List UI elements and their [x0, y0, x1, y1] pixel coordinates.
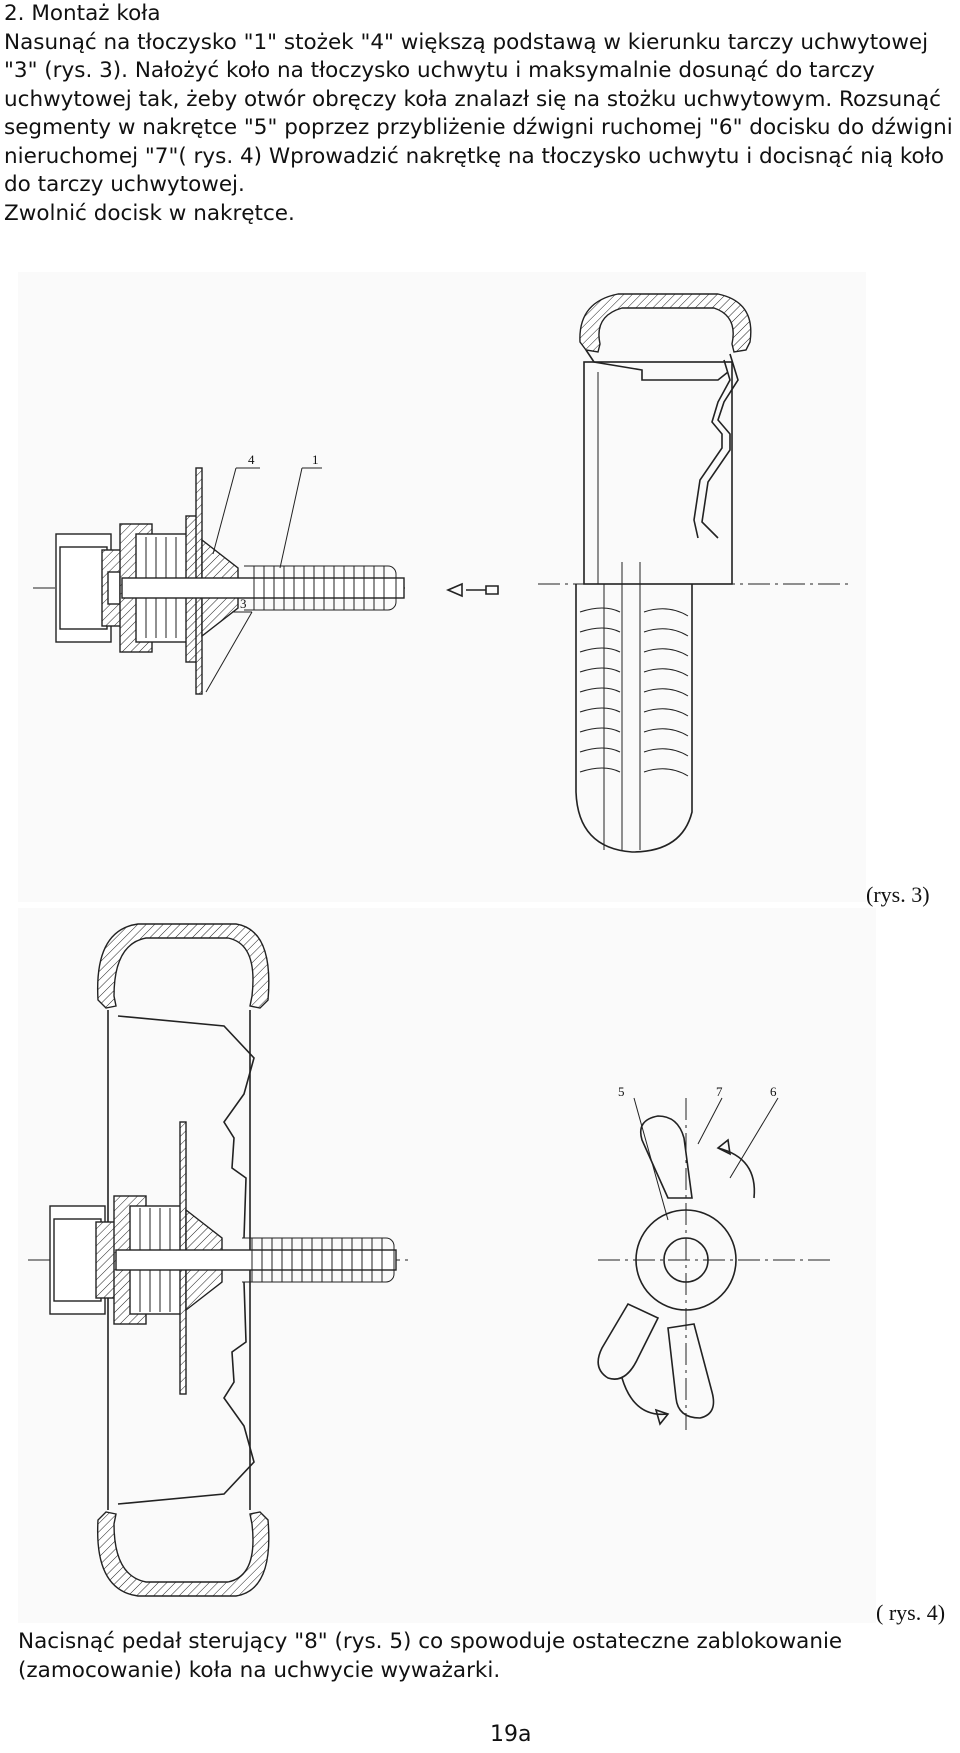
- lower-lever: [597, 1302, 660, 1380]
- figure-4-svg: 5 7 6: [28, 923, 830, 1597]
- figure-4-caption: ( rys. 4): [876, 1600, 946, 1625]
- rotate-arrow-icon: [717, 1147, 756, 1199]
- balancer-hub-assembly: [55, 515, 201, 663]
- leader-rod: [279, 467, 303, 569]
- nut-bore: [663, 1237, 709, 1283]
- rotate-arrow-icon: [621, 1377, 669, 1416]
- section-heading: 2. Montaż koła: [4, 1, 161, 26]
- fixed-lever: [639, 1115, 693, 1199]
- nut-body: [635, 1209, 737, 1311]
- final-instruction-block: Nacisnąć pedał sterujący "8" (rys. 5) co…: [18, 1628, 948, 1685]
- label-segment-nut: 5: [618, 1084, 625, 1099]
- label-movable-lever: 6: [770, 1084, 777, 1099]
- release-instruction: Zwolnić docisk w nakrętce.: [4, 200, 295, 226]
- quick-release-nut: 5 7 6: [597, 1084, 830, 1430]
- leader-plate: [205, 611, 253, 693]
- leader-cone: [212, 467, 237, 555]
- threaded-rod: [121, 565, 405, 611]
- balancer-hub-assembly: [49, 1121, 397, 1395]
- intro-text-block: 2. Montaż koła Nasunąć na tłoczysko "1" …: [4, 0, 954, 228]
- wheel-cross-section: [538, 293, 848, 853]
- page-number: 19a: [490, 1722, 532, 1747]
- label-fixed-lever: 7: [716, 1084, 723, 1099]
- movable-lever: [667, 1323, 715, 1419]
- label-plate: 3: [240, 596, 247, 611]
- label-rod: 1: [312, 452, 319, 467]
- figure-4-wheel-clamping-drawing: 5 7 6: [18, 908, 876, 1623]
- figure-3-svg: 4 1 3: [33, 293, 848, 853]
- label-cone: 4: [248, 452, 255, 467]
- figure-3-wheel-mounting-drawing: 4 1 3: [18, 272, 866, 902]
- pedal-instruction: Nacisnąć pedał sterujący "8" (rys. 5) co…: [18, 1629, 843, 1683]
- direction-arrow-icon: [466, 585, 499, 595]
- figure-3-caption: (rys. 3): [866, 882, 930, 907]
- instruction-paragraph: Nasunąć na tłoczysko "1" stożek "4" więk…: [4, 29, 953, 198]
